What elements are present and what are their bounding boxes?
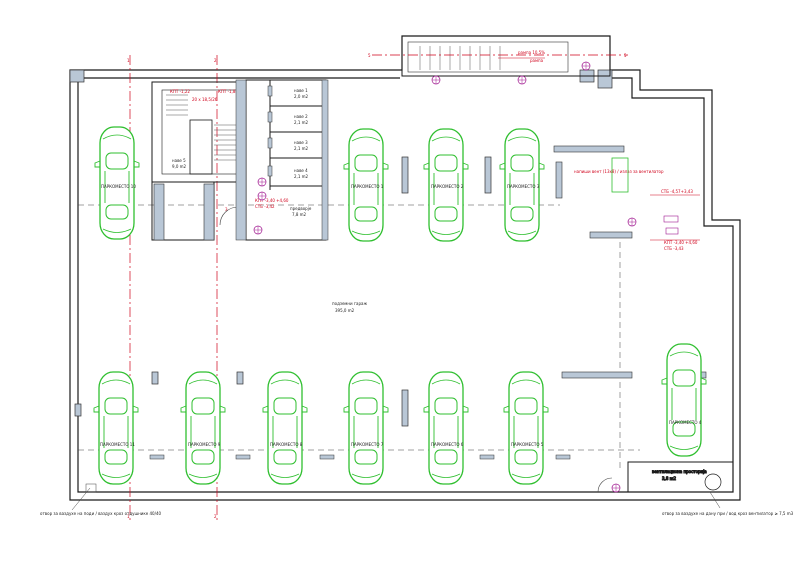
- garage-label: подземни гараж 395,0 m2: [332, 301, 367, 313]
- ramp: рампа 10,5% рампа: [401, 35, 611, 77]
- ramp-label: рампа: [530, 58, 544, 63]
- parking-labels-bottom: ПАРКОМЕСТО 11 ПАРКОМЕСТО 9 ПАРКОМЕСТО 8 …: [100, 420, 702, 447]
- storage-1-name: наве 1: [294, 88, 308, 93]
- parking-label-4: ПАРКОМЕСТО 4: [669, 420, 702, 425]
- fan-note: напиши вент (13x8) / излаз за вентилатор: [574, 169, 664, 174]
- storage-4-area: 2,1 m2: [294, 174, 309, 179]
- parking-label-9: ПАРКОМЕСТО 9: [188, 442, 221, 447]
- parking-label-5: ПАРКОМЕСТО 5: [511, 442, 544, 447]
- parking-space-11: [93, 371, 139, 485]
- storage-3-area: 2,1 m2: [294, 146, 309, 151]
- parking-label-11: ПАРКОМЕСТО 11: [100, 442, 135, 447]
- axis-3-label: 3: [225, 207, 228, 212]
- level-1-label: КПТ -1,22: [170, 89, 190, 94]
- parking-label-7: ПАРКОМЕСТО 7: [351, 442, 384, 447]
- storage-2-name: наве 2: [294, 114, 308, 119]
- storage-labels: наве 1 2,0 m2 наве 2 2,1 m2 наве 3 2,1 m…: [290, 88, 312, 217]
- parking-label-10: ПАРКОМЕСТО 10: [101, 184, 136, 189]
- parking-space-7: [343, 371, 389, 485]
- hall-area: 7,8 m2: [292, 212, 307, 217]
- garage-area: 395,0 m2: [335, 308, 355, 313]
- right-annotations: СТБ -4,57+3,43 КПТ -3,40 +4,60 СТБ -3,43…: [574, 157, 700, 251]
- parking-space-4: [661, 343, 707, 457]
- hall-name: предворје: [290, 206, 312, 211]
- stair-annotations: КПТ -1,22 КПТ -1,84 20 x 18,5/26 наве 5 …: [170, 89, 289, 209]
- axis-markers: 1 2 5 5 1 2 3: [127, 53, 627, 519]
- ramp-top-label: рампа 10,5%: [518, 50, 545, 55]
- note-right: отвор за ваздухе на дану при / вод кроз …: [662, 511, 794, 516]
- dims-1-label: 20 x 18,5/26: [192, 97, 218, 102]
- axis-1-label: 1: [127, 58, 130, 63]
- level-5-label: КПТ -3,40 +4,60: [664, 240, 698, 245]
- stair-core: [151, 81, 245, 241]
- axis-5-right-label: 5: [624, 53, 627, 58]
- parking-space-8: [262, 371, 308, 485]
- parking-label-8: ПАРКОМЕСТО 8: [270, 442, 303, 447]
- storage-1-area: 2,0 m2: [294, 94, 309, 99]
- bottom-notes: отвор за ваздухе на поди / ваздух кроз о…: [40, 483, 794, 516]
- note-left: отвор за ваздухе на поди / ваздух кроз о…: [40, 511, 161, 516]
- axis-2-label: 2: [214, 58, 217, 63]
- stair-room-area: 9,0 m2: [172, 164, 187, 169]
- storage-block: [235, 79, 329, 241]
- stair-room-name: наве 5: [172, 158, 186, 163]
- columns-bottom: [74, 371, 707, 460]
- ventilation-area: 3,8 m2: [662, 476, 677, 481]
- parking-label-3: ПАРКОМЕСТО 3: [507, 184, 540, 189]
- parking-space-5: [503, 371, 549, 485]
- garage-name: подземни гараж: [332, 301, 367, 306]
- ventilation-room: вентилациона просторија 3,8 m2: [597, 461, 734, 493]
- parking-space-10: [94, 126, 140, 240]
- columns-top: [401, 145, 633, 239]
- axis-2-bottom-label: 2: [214, 514, 217, 519]
- level-3b-label: СТБ -3,42: [255, 204, 275, 209]
- cars-bottom-row: [93, 343, 707, 485]
- storage-2-area: 2,1 m2: [294, 120, 309, 125]
- ventilation-name: вентилациона просторија: [652, 469, 707, 474]
- level-2-label: КПТ -1,84: [218, 89, 238, 94]
- parking-space-6: [423, 371, 469, 485]
- axis-1-bottom-label: 1: [127, 514, 130, 519]
- level-5b-label: СТБ -3,43: [664, 246, 684, 251]
- storage-4-name: наве 4: [294, 168, 308, 173]
- parking-label-2: ПАРКОМЕСТО 2: [431, 184, 464, 189]
- parking-label-6: ПАРКОМЕСТО 6: [431, 442, 464, 447]
- axis-5-left-label: 5: [368, 53, 371, 58]
- parking-label-1: ПАРКОМЕСТО 1: [351, 184, 384, 189]
- level-3-label: КПТ -3,40 +4,60: [255, 198, 289, 203]
- outer-walls: [69, 35, 741, 501]
- storage-3-name: наве 3: [294, 140, 308, 145]
- level-4-label: СТБ -4,57+3,43: [661, 189, 693, 194]
- parking-labels-top: ПАРКОМЕСТО 10 ПАРКОМЕСТО 1 ПАРКОМЕСТО 2 …: [101, 184, 540, 189]
- parking-space-9: [180, 371, 226, 485]
